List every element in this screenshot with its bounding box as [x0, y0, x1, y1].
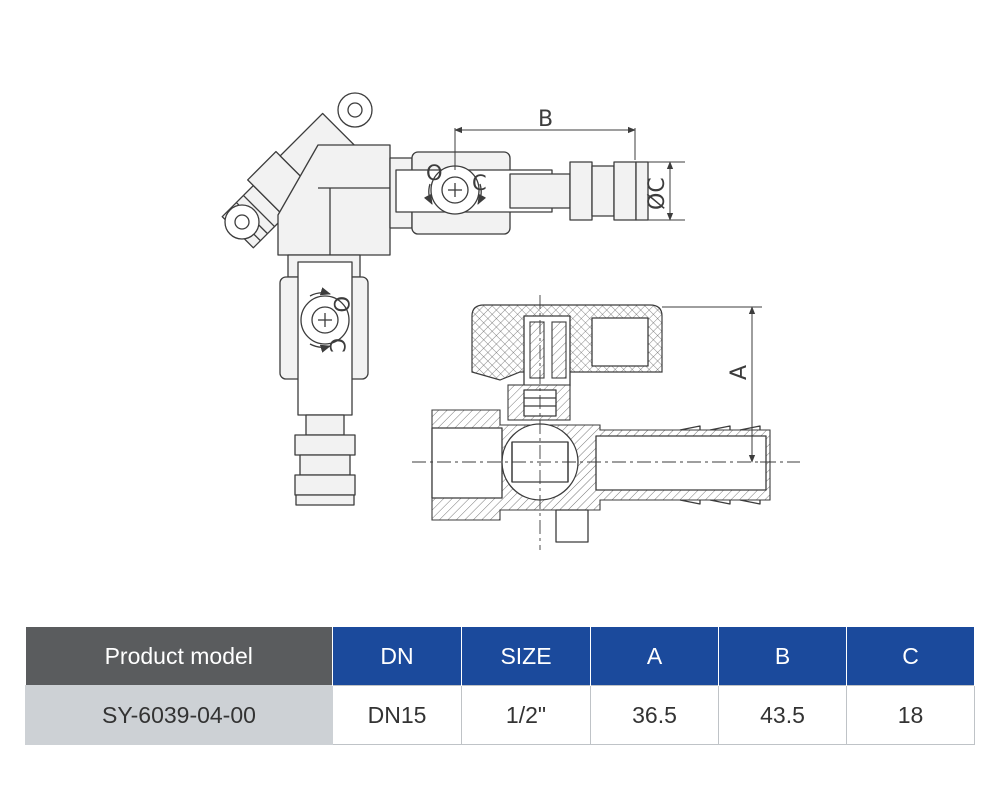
table-row: SY-6039-04-00 DN15 1/2" 36.5 43.5 18 [25, 685, 975, 745]
section-view: A [412, 295, 800, 550]
cell-dn: DN15 [332, 685, 462, 745]
dimension-c-label: ØC [645, 177, 670, 210]
close-mark-down: C [325, 338, 349, 353]
spec-table: Product model DN SIZE A B C SY-6039-04-0… [25, 627, 975, 745]
cell-c: 18 [846, 685, 975, 745]
header-a: A [590, 627, 719, 686]
header-size: SIZE [461, 627, 591, 686]
cell-a: 36.5 [590, 685, 719, 745]
close-mark-right: C [472, 171, 487, 195]
dimension-b-label: B [538, 107, 553, 132]
open-mark-down: O [329, 296, 353, 313]
technical-drawing: O C O C B ØC [221, 92, 800, 550]
open-mark-right: O [426, 161, 443, 185]
top-view: O C O C B ØC [221, 92, 685, 506]
cell-size: 1/2" [461, 685, 591, 745]
header-product-model: Product model [25, 627, 333, 686]
cell-b: 43.5 [718, 685, 847, 745]
table-header-row: Product model DN SIZE A B C [25, 627, 975, 686]
dimension-a-label: A [727, 365, 752, 380]
header-c: C [846, 627, 975, 686]
cell-product-model: SY-6039-04-00 [25, 685, 333, 745]
header-b: B [718, 627, 847, 686]
header-dn: DN [332, 627, 462, 686]
